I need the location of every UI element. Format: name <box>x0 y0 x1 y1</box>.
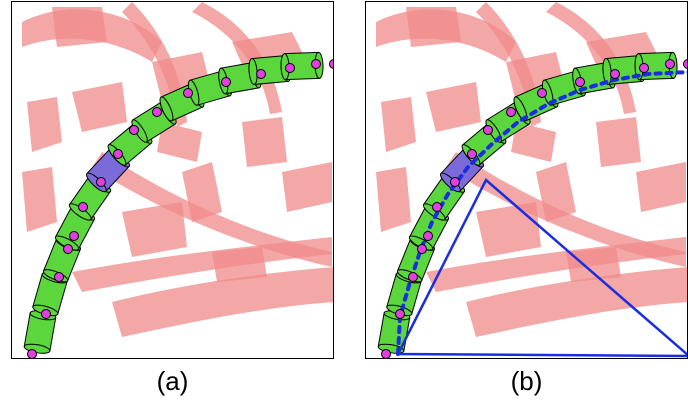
node-point <box>395 309 405 319</box>
cloud-blob <box>426 237 686 292</box>
node-point <box>467 149 477 159</box>
diagram-b <box>376 2 687 358</box>
cloud-blob <box>72 237 332 292</box>
cloud-blob <box>381 97 416 152</box>
node-point <box>432 202 442 212</box>
cloud-blob <box>446 152 686 267</box>
caption-b: (b) <box>510 366 543 396</box>
cloud-blob <box>157 122 202 162</box>
cloud-blob <box>566 247 621 282</box>
node-point <box>69 231 79 241</box>
node-point <box>683 59 687 69</box>
node-point <box>183 88 193 98</box>
cloud-blob <box>406 7 461 47</box>
point-cloud-a <box>22 2 333 337</box>
node-point <box>329 59 333 69</box>
cloud-blob <box>476 202 541 257</box>
node-point <box>96 177 106 187</box>
node-point <box>27 349 37 358</box>
cloud-blob <box>546 2 636 114</box>
node-point <box>78 202 88 212</box>
node-point <box>423 231 433 241</box>
node-point <box>381 349 391 358</box>
cloud-blob <box>27 97 62 152</box>
node-point <box>63 244 73 254</box>
cloud-blob <box>182 162 222 222</box>
cloud-blob <box>192 2 282 114</box>
node-point <box>129 125 139 135</box>
cloud-blob <box>112 267 333 337</box>
cloud-blob <box>426 82 481 132</box>
point-cloud-b <box>376 2 687 337</box>
cloud-blob <box>282 162 332 212</box>
cloud-blob <box>72 82 127 132</box>
cloud-blob <box>92 152 332 267</box>
cloud-blob <box>511 122 556 162</box>
cloud-blob <box>242 117 287 167</box>
panel-b <box>365 1 688 359</box>
node-point <box>537 88 547 98</box>
node-points-a <box>27 59 333 358</box>
panel-a <box>11 1 334 359</box>
node-point <box>311 59 321 69</box>
node-point <box>575 77 585 87</box>
cloud-blob <box>22 167 57 232</box>
cloud-blob <box>212 247 267 282</box>
node-point <box>256 69 266 79</box>
cloud-blob <box>636 162 686 212</box>
node-point <box>41 309 51 319</box>
node-point <box>408 272 418 282</box>
node-point <box>417 244 427 254</box>
triangle-outline <box>395 178 687 358</box>
diagram-a <box>22 2 333 358</box>
node-point <box>221 77 231 87</box>
node-points-b <box>381 59 687 358</box>
cloud-blob <box>52 7 107 47</box>
node-point <box>639 63 649 73</box>
cloud-blob <box>376 167 411 232</box>
node-point <box>506 107 516 117</box>
node-point <box>113 149 123 159</box>
node-point <box>610 69 620 79</box>
cloud-blob <box>466 267 687 337</box>
cloud-blob <box>122 202 187 257</box>
node-point <box>54 272 64 282</box>
node-point <box>152 107 162 117</box>
node-point <box>450 177 460 187</box>
cloud-blob <box>536 162 576 222</box>
cloud-blob <box>596 117 641 167</box>
cylinder-segment <box>280 51 324 81</box>
node-point <box>483 125 493 135</box>
node-point <box>285 63 295 73</box>
node-point <box>665 59 675 69</box>
caption-a: (a) <box>156 366 189 396</box>
